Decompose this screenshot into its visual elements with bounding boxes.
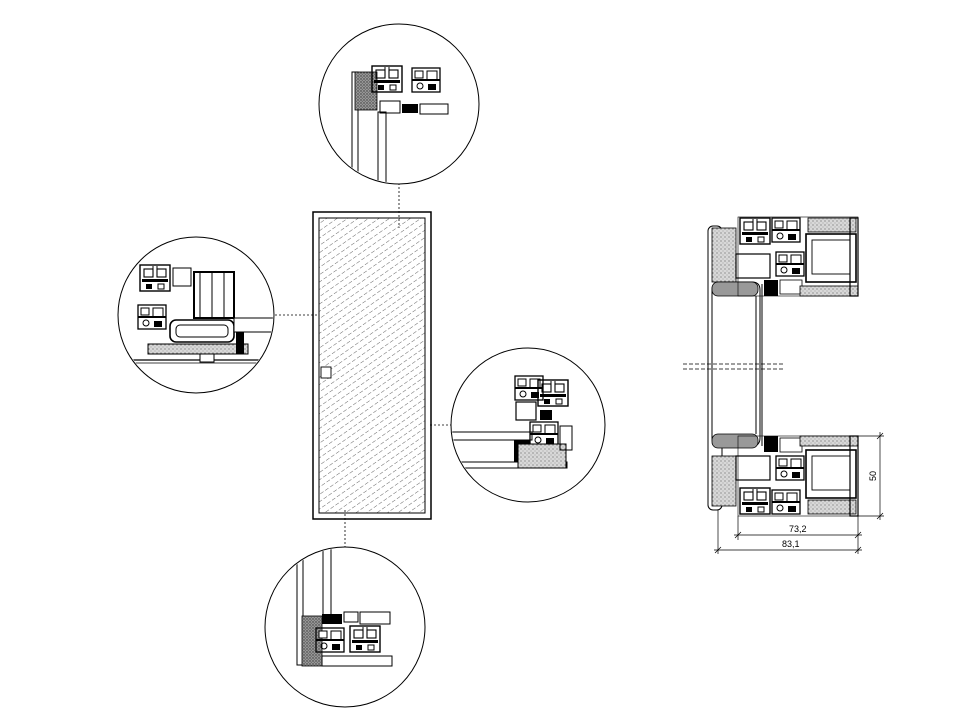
width-dimensions — [714, 510, 862, 554]
window-elevation — [312, 211, 432, 520]
outer-width-label: 83,1 — [782, 539, 800, 549]
detail-circle-left — [117, 236, 275, 394]
height-label: 50 — [868, 471, 878, 481]
vertical-section — [683, 216, 884, 554]
bottom-profile — [735, 435, 859, 517]
detail-leaders — [275, 183, 452, 550]
height-dimension — [858, 432, 884, 520]
detail-circle-top — [318, 23, 480, 185]
detail-circle-bottom — [264, 546, 426, 708]
top-profile — [735, 216, 859, 297]
inner-width-label: 73,2 — [789, 524, 807, 534]
handle-icon — [320, 366, 332, 379]
detail-circle-right — [450, 347, 606, 503]
